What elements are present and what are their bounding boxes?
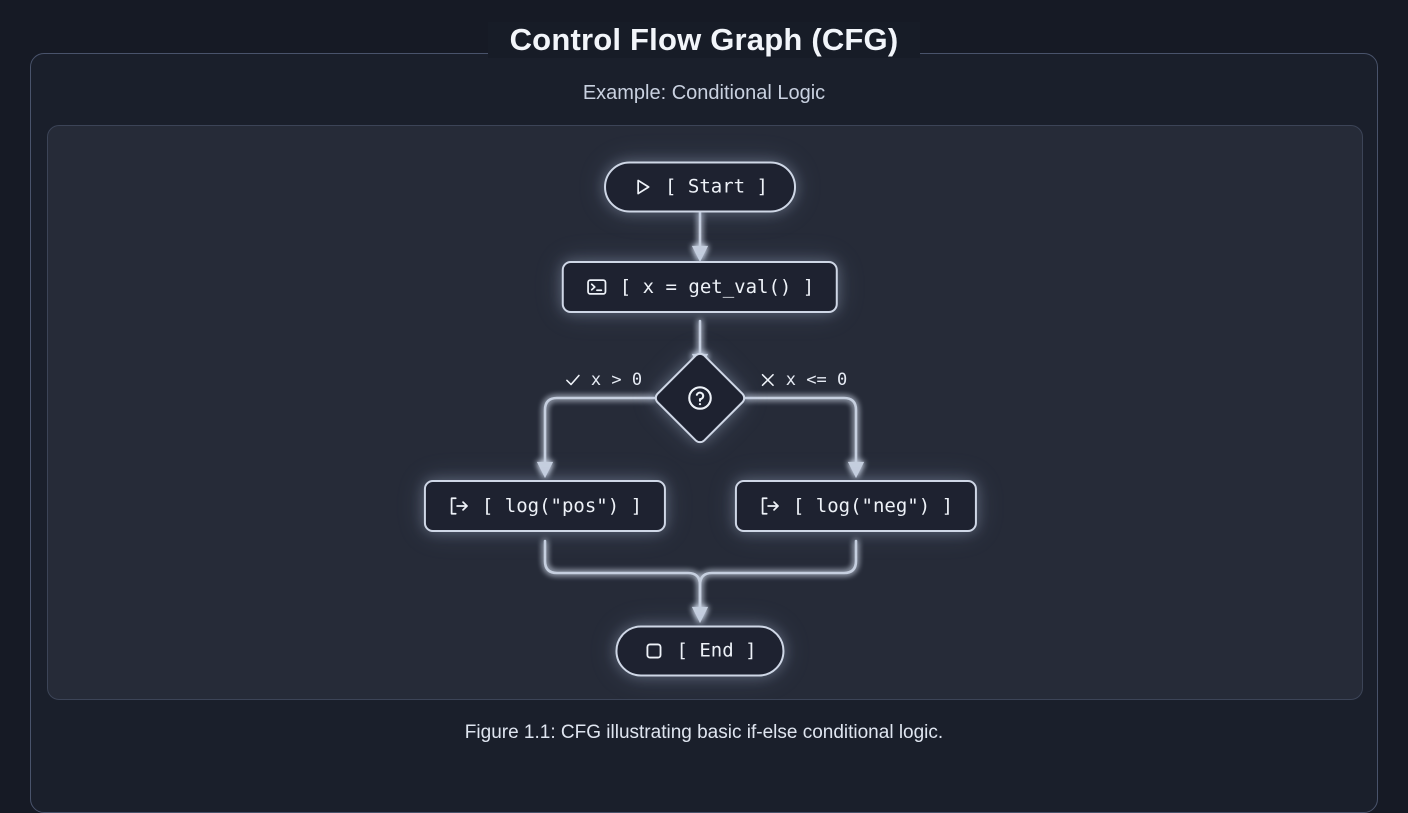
play-icon <box>632 177 653 198</box>
control-flow-graph: [ Start ] [ x = get_val() ] <box>48 126 1362 699</box>
question-circle-icon <box>685 383 715 413</box>
node-log-pos[interactable]: [ log("pos") ] <box>423 480 667 532</box>
graph-canvas-panel: [ Start ] [ x = get_val() ] <box>47 125 1363 700</box>
node-log-neg[interactable]: [ log("neg") ] <box>734 480 978 532</box>
figure-subtitle: Example: Conditional Logic <box>582 82 826 104</box>
node-end[interactable]: [ End ] <box>615 625 785 677</box>
terminal-icon <box>586 276 608 298</box>
stop-square-icon <box>643 641 664 662</box>
edge-decision-to-logneg <box>743 396 865 479</box>
node-get-val-label: [ x = get_val() ] <box>619 275 815 298</box>
log-exit-icon <box>448 495 470 517</box>
edge-decision-to-logpos <box>536 396 657 479</box>
edge-label-true: x > 0 <box>564 370 642 390</box>
node-log-pos-label: [ log("pos") ] <box>481 494 643 517</box>
graph-edges <box>536 211 865 624</box>
check-icon <box>564 371 582 389</box>
log-exit-icon <box>759 495 781 517</box>
edge-logneg-to-end <box>698 539 858 617</box>
page-title: Control Flow Graph (CFG) <box>487 22 921 58</box>
node-end-label: [ End ] <box>676 639 757 662</box>
cross-icon <box>759 371 777 389</box>
edge-label-true-text: x > 0 <box>590 370 643 390</box>
edge-label-false: x <= 0 <box>759 370 847 390</box>
figure-title-container: Control Flow Graph (CFG) <box>31 22 1377 58</box>
node-get-val[interactable]: [ x = get_val() ] <box>561 261 839 313</box>
edge-label-false-text: x <= 0 <box>785 370 848 390</box>
node-start-label: [ Start ] <box>665 175 768 198</box>
figure-frame: Control Flow Graph (CFG) Example: Condit… <box>30 22 1378 813</box>
node-log-neg-label: [ log("neg") ] <box>792 494 954 517</box>
figure-caption: Figure 1.1: CFG illustrating basic if-el… <box>464 722 944 743</box>
node-start[interactable]: [ Start ] <box>604 161 796 213</box>
edge-logpos-to-end <box>543 539 709 624</box>
